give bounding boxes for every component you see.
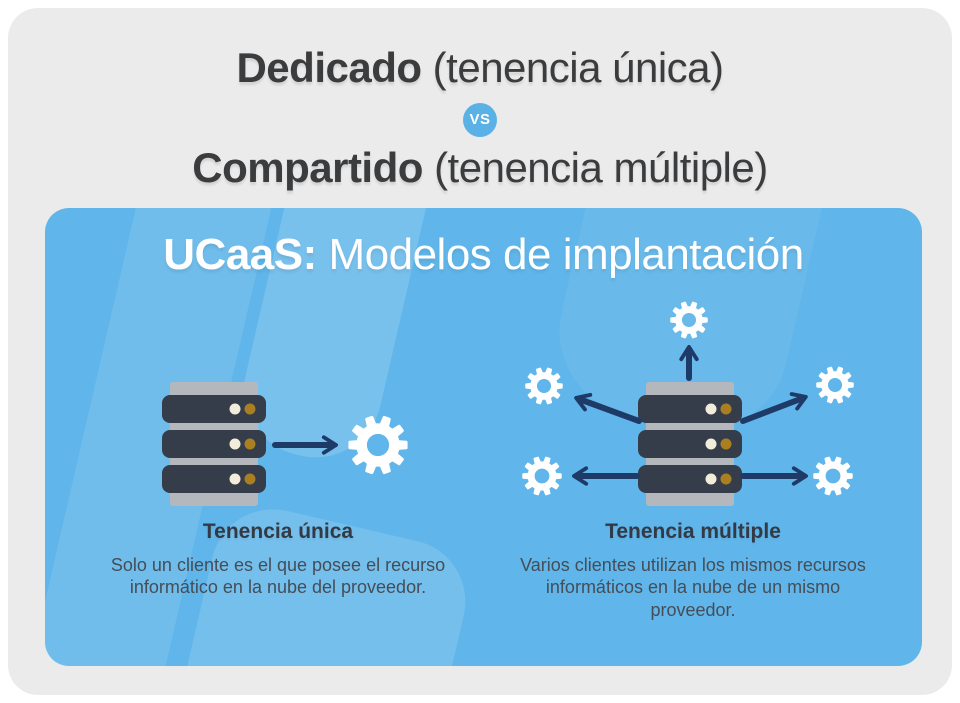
header-line-dedicated: Dedicado (tenencia única) [8,43,952,93]
content-card: Dedicado (tenencia única) VS Compartido … [8,8,952,695]
single-tenancy-heading: Tenencia única [202,520,354,543]
gear-icon [522,456,562,496]
panel-title-rest: Modelos de implantación [316,230,804,279]
multi-tenancy-description: Varios clientes utilizan los mismos recu… [520,555,866,620]
shared-label: Compartido [192,144,423,191]
single-tenant-diagram [162,382,408,506]
deployment-diagram [162,301,854,506]
arrow-upper-left-icon [574,392,642,424]
panel-title: UCaaS: Modelos de implantación [45,230,922,280]
comparison-header: Dedicado (tenencia única) VS Compartido … [8,43,952,193]
dedicated-label: Dedicado [236,44,422,91]
arrow-upper-right-icon [740,392,808,424]
server-icon [638,382,742,506]
multi-tenancy-heading: Tenencia múltiple [605,520,781,543]
multi-tenancy-block: Tenencia múltiple Varios clientes utiliz… [483,520,903,621]
gear-icon [525,367,563,405]
panel-title-brand: UCaaS: [163,230,317,279]
gear-icon [348,415,408,475]
gear-icon [813,456,853,496]
ucaas-panel: UCaaS: Modelos de implantación [45,208,922,666]
vs-circle-badge: VS [463,103,497,137]
single-tenancy-block: Tenencia única Solo un cliente es el que… [63,520,493,599]
gear-icon [816,366,854,404]
single-tenancy-description: Solo un cliente es el que posee el recur… [110,555,446,598]
multi-tenant-diagram [522,301,854,506]
gear-icon [670,301,708,339]
server-icon [162,382,266,506]
shared-sublabel: (tenencia múltiple) [422,144,768,191]
header-line-shared: Compartido (tenencia múltiple) [8,143,952,193]
dedicated-sublabel: (tenencia única) [421,44,724,91]
